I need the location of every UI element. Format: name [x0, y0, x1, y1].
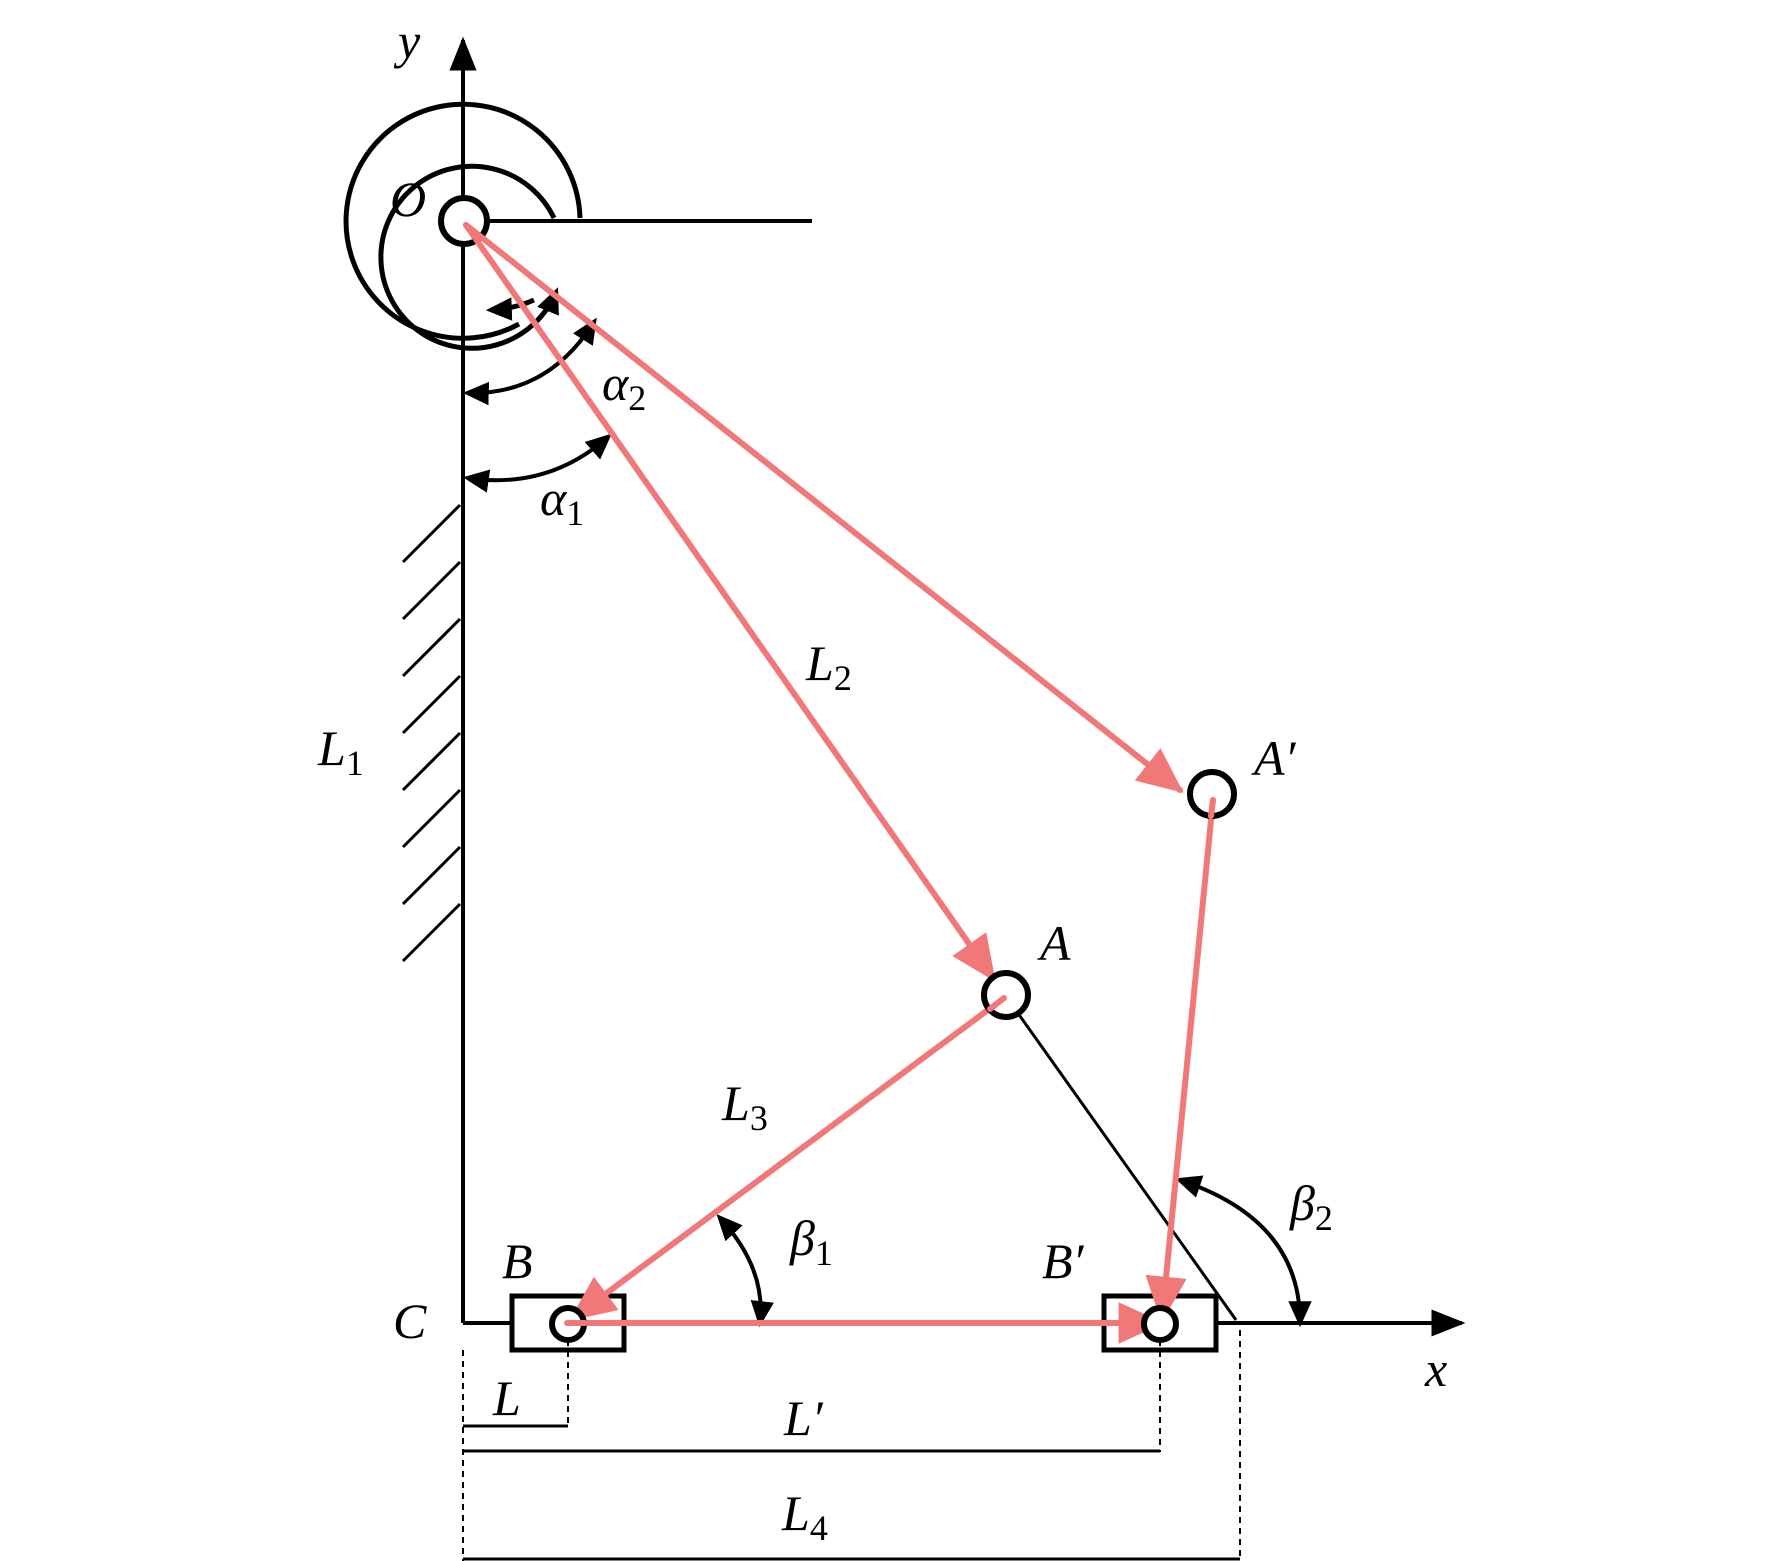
L3-label: L3 [721, 1075, 768, 1138]
alpha2-label: α2 [602, 355, 646, 418]
vector-L3 [569, 995, 1007, 1321]
vector-A-prime-B-prime [1145, 797, 1216, 1323]
A-label: A [1037, 915, 1071, 971]
corner-label: C [393, 1293, 427, 1349]
thin-link [1003, 994, 1238, 1321]
L1-label: L1 [317, 720, 364, 783]
ground-hatching [401, 503, 462, 963]
alpha1-arc [462, 433, 612, 493]
x-axis-label: x [1424, 1341, 1447, 1397]
B-prime-label: B′ [1042, 1233, 1085, 1289]
vector-OA-prime [463, 222, 1184, 793]
beta2-arc [1175, 1175, 1312, 1328]
L-label: L [492, 1370, 521, 1426]
vector-L2 [463, 222, 996, 982]
B-label: B [502, 1233, 533, 1289]
beta1-label: β1 [789, 1210, 833, 1273]
A-prime-label: A′ [1251, 730, 1297, 786]
beta1-arc [716, 1214, 774, 1328]
alpha2-arc [462, 317, 597, 406]
joint-B-prime [1141, 1305, 1179, 1343]
origin-label: O [390, 171, 426, 227]
L4-label: L4 [781, 1485, 828, 1548]
alpha1-label: α1 [540, 470, 584, 533]
dimension-lines [462, 1330, 1241, 1561]
beta2-label: β2 [1289, 1175, 1333, 1238]
angle-arcs [462, 317, 1312, 1328]
red-vectors [463, 222, 1216, 1344]
L2-label: L2 [805, 635, 852, 698]
L-prime-label: L′ [783, 1390, 824, 1446]
y-axis-label: y [393, 13, 421, 69]
